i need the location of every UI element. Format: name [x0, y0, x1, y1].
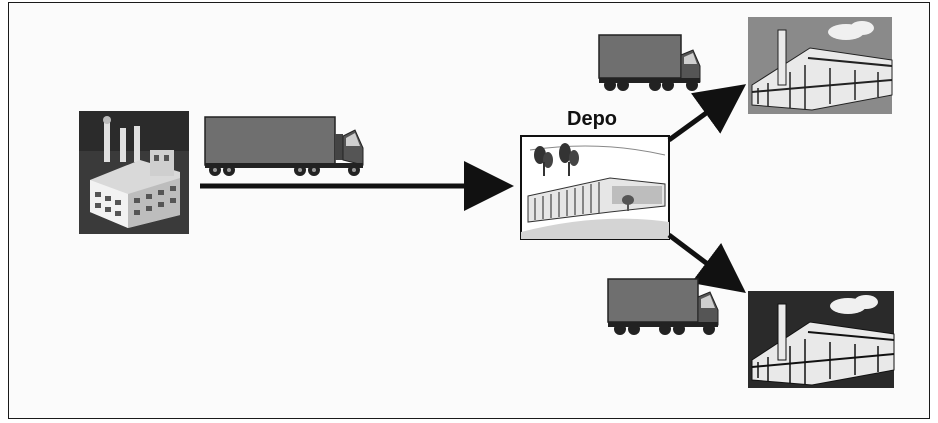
truck-bottom-icon — [608, 279, 718, 335]
truck-top-icon — [599, 35, 700, 91]
store-top-icon — [748, 17, 892, 114]
depot-label: Depo — [567, 108, 617, 130]
arrow-depot-to-store-top — [669, 90, 738, 140]
depot-icon — [521, 136, 669, 239]
truck-trailer-icon — [205, 117, 363, 176]
store-bottom-icon — [748, 291, 894, 388]
factory-icon — [79, 111, 189, 234]
